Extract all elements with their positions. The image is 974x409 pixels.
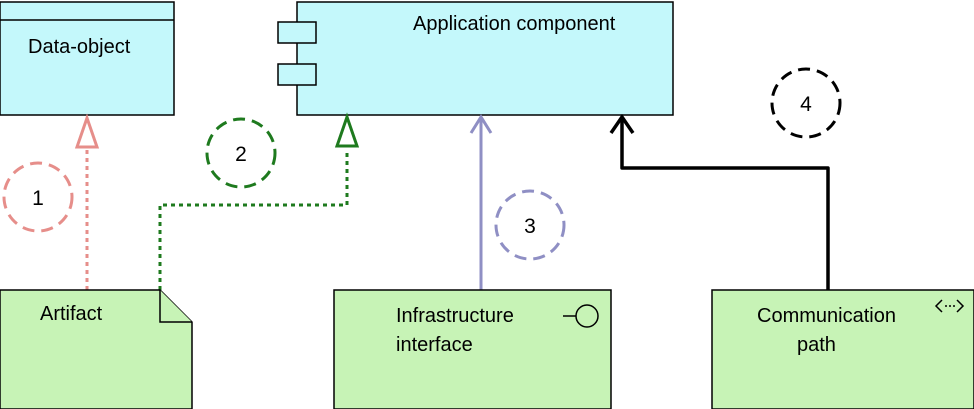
open-arrowhead-icon (469, 114, 493, 134)
marker-4-number: 4 (800, 93, 812, 116)
component-tab-icon (277, 63, 317, 86)
application-component-label: Application component (413, 13, 616, 35)
infrastructure-interface-label-line1: Infrastructure (396, 305, 514, 327)
hollow-arrowhead-icon (334, 112, 360, 148)
marker-3: 3 (494, 189, 566, 261)
connector-1-realization[interactable] (74, 113, 100, 290)
hollow-arrowhead-icon (74, 113, 100, 149)
communication-path-icon (934, 299, 965, 313)
marker-2: 2 (205, 117, 277, 189)
data-object-box[interactable]: Data-object (0, 1, 175, 116)
artifact-label: Artifact (40, 303, 103, 325)
communication-path-label-line2: path (797, 334, 836, 356)
interface-lollipop-icon (563, 304, 599, 328)
marker-3-number: 3 (524, 215, 536, 238)
folded-corner-icon (159, 290, 192, 323)
infrastructure-interface-label-line2: interface (396, 334, 473, 356)
connector-4-used-by[interactable] (609, 113, 830, 290)
application-component-box[interactable]: Application component (277, 1, 674, 116)
data-object-label: Data-object (28, 36, 131, 58)
communication-path-label-line1: Communication (757, 305, 896, 327)
marker-1-number: 1 (32, 187, 44, 210)
open-arrowhead-icon (609, 113, 635, 134)
connector-2-realization[interactable] (158, 112, 360, 290)
communication-path-box[interactable]: Communication path (711, 289, 974, 409)
connector-3-used-by[interactable] (469, 114, 493, 290)
marker-2-number: 2 (235, 143, 247, 166)
infrastructure-interface-box[interactable]: Infrastructure interface (333, 289, 612, 409)
marker-4: 4 (770, 67, 842, 139)
marker-1: 1 (2, 161, 74, 233)
artifact-box[interactable]: Artifact (0, 289, 193, 409)
component-tab-icon (277, 21, 317, 44)
